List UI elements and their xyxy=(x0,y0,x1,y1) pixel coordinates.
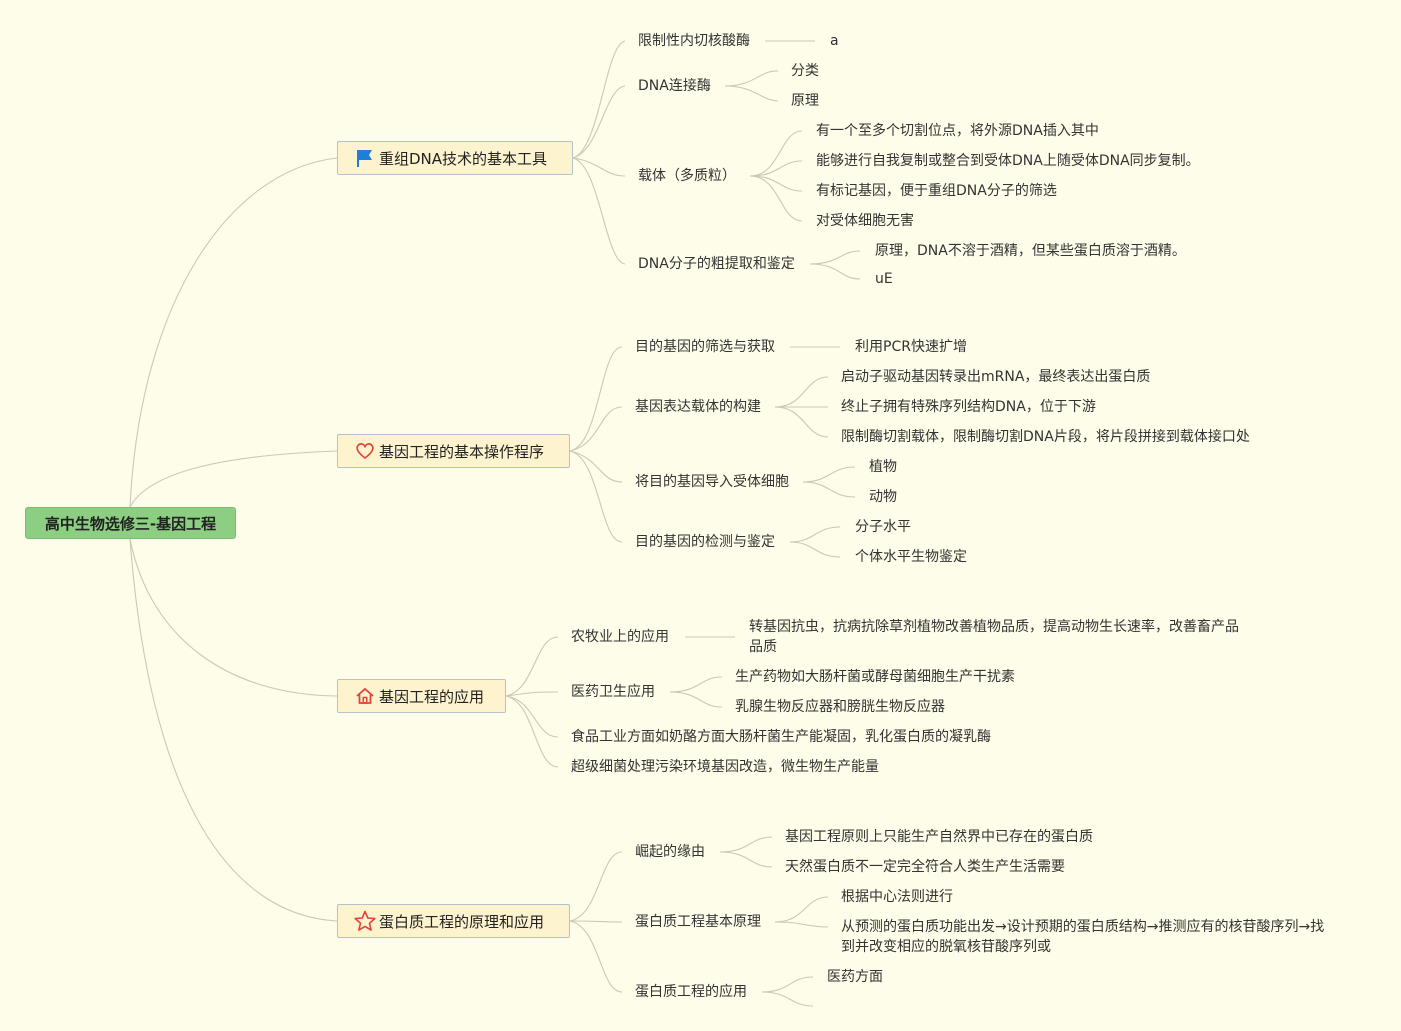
subtopic-gene-screening[interactable]: 目的基因的筛选与获取 xyxy=(635,339,775,355)
leaf-topic[interactable]: 个体水平生物鉴定 xyxy=(855,549,967,565)
leaf-topic[interactable]: 从预测的蛋白质功能出发→设计预期的蛋白质结构→推测应有的核苷酸序列→找到并改变相… xyxy=(841,919,1325,955)
leaf-topic[interactable]: 对受体细胞无害 xyxy=(816,213,914,229)
subtopic-principle[interactable]: 蛋白质工程基本原理 xyxy=(635,914,761,930)
leaf-topic[interactable]: 原理，DNA不溶于酒精，但某些蛋白质溶于酒精。 xyxy=(875,243,1186,259)
leaf-topic[interactable]: 原理 xyxy=(791,93,819,109)
branch-basic-procedure[interactable]: 基因工程的基本操作程序 xyxy=(337,434,570,468)
flag-icon xyxy=(354,147,376,169)
subtopic-expression-vector[interactable]: 基因表达载体的构建 xyxy=(635,399,761,415)
leaf-topic[interactable]: 有标记基因，便于重组DNA分子的筛选 xyxy=(816,183,1057,199)
home-icon xyxy=(354,685,376,707)
subtopic-introduce-gene[interactable]: 将目的基因导入受体细胞 xyxy=(635,474,789,490)
leaf-topic[interactable]: 乳腺生物反应器和膀胱生物反应器 xyxy=(735,699,945,715)
leaf-topic[interactable]: 有一个至多个切割位点，将外源DNA插入其中 xyxy=(816,123,1099,139)
subtopic-vector[interactable]: 载体（多质粒） xyxy=(638,168,736,184)
branch-label: 蛋白质工程的原理和应用 xyxy=(379,912,545,931)
subtopic-origin[interactable]: 崛起的缘由 xyxy=(635,844,705,860)
subtopic-medicine[interactable]: 医药卫生应用 xyxy=(571,684,655,700)
leaf-topic[interactable]: 植物 xyxy=(869,459,897,475)
heart-icon xyxy=(354,440,376,462)
branch-recombinant-dna-tools[interactable]: 重组DNA技术的基本工具 xyxy=(337,141,573,175)
leaf-topic[interactable]: 限制酶切割载体，限制酶切割DNA片段，将片段拼接到载体接口处 xyxy=(841,429,1250,445)
branch-protein-engineering[interactable]: 蛋白质工程的原理和应用 xyxy=(337,904,570,938)
branch-label: 重组DNA技术的基本工具 xyxy=(379,149,548,168)
leaf-topic[interactable]: 分类 xyxy=(791,63,819,79)
branch-label: 基因工程的应用 xyxy=(379,687,485,706)
star-icon xyxy=(354,910,376,932)
subtopic-dna-extraction[interactable]: DNA分子的粗提取和鉴定 xyxy=(638,256,795,272)
leaf-topic[interactable]: 动物 xyxy=(869,489,897,505)
leaf-topic[interactable]: 利用PCR快速扩增 xyxy=(855,339,967,355)
leaf-topic[interactable]: 转基因抗虫，抗病抗除草剂植物改善植物品质，提高动物生长速率，改善畜产品品质 xyxy=(749,619,1239,655)
leaf-topic[interactable]: 能够进行自我复制或整合到受体DNA上随受体DNA同步复制。 xyxy=(816,153,1200,169)
leaf-topic[interactable]: 分子水平 xyxy=(855,519,911,535)
leaf-topic[interactable]: 根据中心法则进行 xyxy=(841,889,953,905)
subtopic-restriction-enzyme[interactable]: 限制性内切核酸酶 xyxy=(638,33,750,49)
branch-label: 基因工程的基本操作程序 xyxy=(379,442,545,461)
subtopic-detection[interactable]: 目的基因的检测与鉴定 xyxy=(635,534,775,550)
leaf-topic[interactable]: 基因工程原则上只能生产自然界中已存在的蛋白质 xyxy=(785,829,1093,845)
leaf-topic[interactable]: 生产药物如大肠杆菌或酵母菌细胞生产干扰素 xyxy=(735,669,1015,685)
branch-applications[interactable]: 基因工程的应用 xyxy=(337,679,506,713)
leaf-topic[interactable]: 终止子拥有特殊序列结构DNA，位于下游 xyxy=(841,399,1096,415)
leaf-topic[interactable]: 启动子驱动基因转录出mRNA，最终表达出蛋白质 xyxy=(841,369,1151,385)
leaf-topic[interactable]: uE xyxy=(875,271,893,287)
leaf-topic[interactable]: 天然蛋白质不一定完全符合人类生产生活需要 xyxy=(785,859,1065,875)
subtopic-food-industry[interactable]: 食品工业方面如奶酪方面大肠杆菌生产能凝固，乳化蛋白质的凝乳酶 xyxy=(571,729,991,745)
subtopic-agriculture[interactable]: 农牧业上的应用 xyxy=(571,629,669,645)
leaf-topic[interactable]: a xyxy=(830,33,839,49)
subtopic-superbug[interactable]: 超级细菌处理污染环境基因改造，微生物生产能量 xyxy=(571,759,879,775)
root-topic[interactable]: 高中生物选修三-基因工程 xyxy=(25,507,236,539)
subtopic-protein-application[interactable]: 蛋白质工程的应用 xyxy=(635,984,747,1000)
subtopic-dna-ligase[interactable]: DNA连接酶 xyxy=(638,78,711,94)
leaf-topic[interactable]: 医药方面 xyxy=(827,969,883,985)
